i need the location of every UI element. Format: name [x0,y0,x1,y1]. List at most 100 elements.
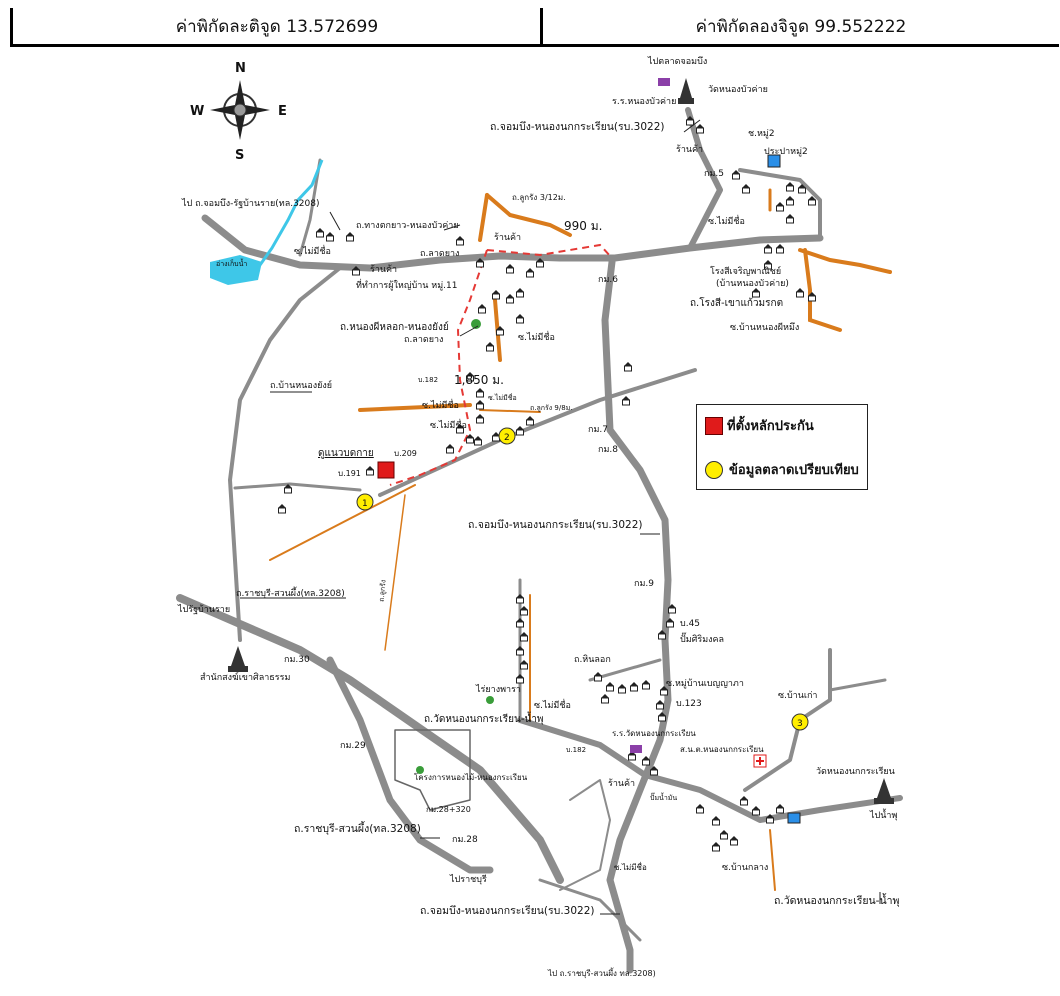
compass-n: N [235,61,246,76]
house-icon [476,414,484,424]
house-icon [740,796,748,806]
label-soi-nong-phi: ซ.บ้านหนองผีหมึง [730,322,799,333]
label-km29: กม.29 [340,741,366,751]
house-icon [764,260,772,270]
legend-collateral-row: ที่ตั้งหลักประกัน [705,415,814,436]
road-3022-north [685,107,723,251]
label-shop-c: ร้านค้า [608,778,635,789]
road-namphu-2 [828,678,887,692]
house-icon [466,372,474,382]
house-icon [776,804,784,814]
label-soi-5: ซ.ไม่มีชื่อ [488,393,517,402]
house-icon [516,594,524,604]
house-icon [594,672,602,682]
house-icon [516,646,524,656]
house-icon [516,426,524,436]
legend-market-text: ข้อมูลตลาดเปรียบเทียบ [729,463,859,478]
house-icon [456,236,464,246]
house-icon [808,292,816,302]
market-marker-1: 1 [356,493,374,511]
label-shop-a: ร้านค้า [494,232,521,243]
house-icon [720,830,728,840]
water-features [210,159,324,285]
label-distance-1850: 1,850 ม. [454,373,504,387]
house-icon [624,362,632,372]
label-sub-district: ส.น.ต.หนองนกกระเรียน [680,745,764,754]
dirt-road-2 [478,193,489,242]
road-top-right-loop [738,168,822,240]
label-soi-8: ซ.ไม่มีชื่อ [614,861,647,872]
dirt-road-5 [479,409,541,413]
label-road-rongsi: ถ.โรงสี-เขาแก้วมรกต [690,296,783,309]
house-icon [456,424,464,434]
house-icon [496,326,504,336]
label-km28-320: กม.28+320 [426,805,471,814]
label-road-3208-mid: ถ.ราชบุรี-สวนผึ้ง(ทล.3208) [236,586,345,599]
house-icon [622,396,630,406]
house-icon [764,244,772,254]
leader-lines [240,119,881,915]
longitude-cell: ค่าพิกัดลองจิจูด 99.552222 [540,8,1059,47]
house-icon [476,258,484,268]
house-icon [352,266,360,276]
label-house-209: บ.209 [394,449,417,458]
temple-icon-top [678,78,694,104]
latitude-cell: ค่าพิกัดละติจูด 13.572699 [10,8,541,47]
house-icon [650,766,658,776]
house-icon [630,682,638,692]
label-factory-sub: (บ้านหนองบัวค่าย) [716,278,789,289]
house-icon [506,264,514,274]
label-road-lad-yang-2: ถ.ลาดยาง [404,335,443,345]
road-diagonal [378,368,697,497]
house-icon [642,756,650,766]
label-km9: กม.9 [634,579,654,589]
house-icon [786,196,794,206]
label-soi-ban-klang: ซ.บ้านกลาง [722,862,768,873]
reservoir-shape [210,255,262,285]
label-soi-3: ซ.ไม่มีชื่อ [518,330,555,343]
label-road-3022-top: ถ.จอมบึง-หนองนกกระเรียน(รบ.3022) [490,120,664,133]
house-icon [660,686,668,696]
road-3022 [601,258,672,974]
house-icon [326,232,334,242]
market-swatch [705,460,723,479]
label-soi-7: ซ.ไม่มีชื่อ [534,698,571,711]
label-gas-station: ปั๊มน้ำมัน [650,791,677,802]
house-icon [798,184,806,194]
label-km6: กม.6 [598,275,618,285]
compass-w: W [190,104,204,119]
collateral-site: ดูแนวบดกาย [318,448,395,479]
house-icon [506,294,514,304]
dirt-roads [269,188,892,891]
house-icon [446,444,454,454]
label-road-3208-bottom: ถ.ราชบุรี-สวนผึ้ง(ทล.3208) [294,821,421,835]
location-map: ดูแนวบดกาย 1 2 3 N S E W [176,56,903,978]
house-icon [366,466,374,476]
project-outline [394,729,471,811]
house-icon [712,816,720,826]
compass-rose: N S E W [190,61,287,163]
label-km28: กม.28 [452,835,478,845]
house-icon [478,304,486,314]
road-west-branch [233,482,362,492]
label-soi-2: ซ.ไม่มีชื่อ [708,214,745,227]
compass-s: S [235,148,244,163]
longitude-text: ค่าพิกัดลองจิจูด 99.552222 [695,16,907,37]
house-icon [316,228,324,238]
house-icon [526,268,534,278]
label-soi-benjaphat: ซ.หมู่บ้านเบญญาภา [666,678,744,689]
house-icon [642,680,650,690]
latitude-text: ค่าพิกัดละติจูด 13.572699 [175,16,379,37]
label-to-suan-phueng: ไป ถ.ราชบุรี-สวนผึ้ง ทล.3208) [547,967,656,978]
label-km8: กม.8 [598,445,618,455]
label-water-moo2: ประปาหมู่2 [764,147,808,157]
label-house-123: บ.123 [676,699,702,709]
dirt-road-6 [798,248,892,274]
dirt-road-8 [269,484,416,561]
label-distance-990: 990 ม. [564,219,602,233]
house-icon [752,806,760,816]
house-icon [668,604,676,614]
road-3208-south [326,656,494,874]
label-road-nong-pho: ถ.หนองผีหลอก-หนองยังย์ [340,321,449,333]
market-marker-3: 3 [791,713,809,731]
